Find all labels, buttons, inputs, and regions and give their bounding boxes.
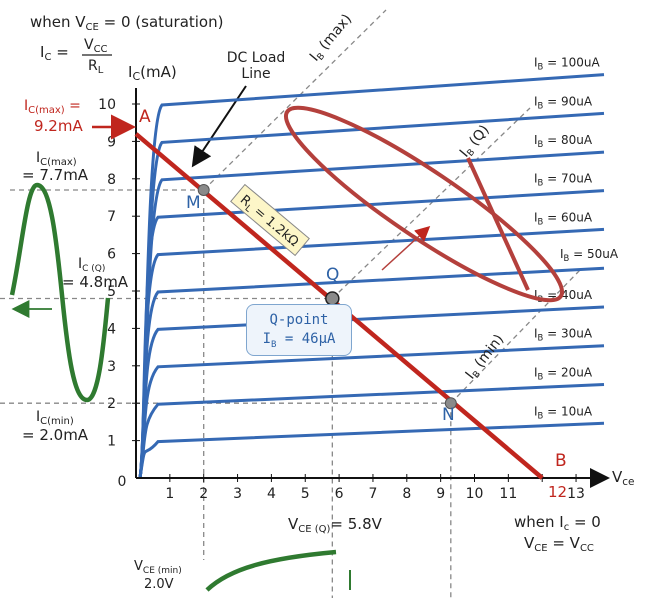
ib-curve-label-5: IB = 60uA [534,210,593,226]
ic-max-value: 9.2mA [34,117,83,135]
y-tick-label-4: 4 [107,321,116,337]
ib-curve-label-2: IB = 90uA [534,94,593,110]
y-tick-label-3: 3 [107,359,116,375]
x-tick-label-9: 9 [436,486,445,502]
ib-q-label-group: IB (Q) [457,122,494,162]
vceq-label: VCE (Q)= 5.8V [288,515,383,535]
ib-swing-chord [466,157,530,291]
vce-sine-wave [205,549,337,592]
vcemin-label: VCE (min) [134,559,182,576]
ib-q-guide [331,107,531,299]
x-tick-label-2: 2 [199,486,208,502]
x-tick-label-13: 13 [567,486,585,502]
ib-q-label: IB (Q) [457,122,494,162]
dc-load-line-label: DC Load [227,50,286,66]
ib-max-label: IB (max) [307,11,357,66]
ib-max-label-group: IB (max) [307,11,357,66]
x-tick-label-11: 11 [499,486,517,502]
q-point-title: Q-point [269,312,329,328]
cutoff-note-2: VCE = VCC [524,534,594,554]
ib-curve-label-10: IB = 10uA [534,404,593,420]
y-axis-label: IC(mA) [128,63,177,83]
x-tick-label-10: 10 [466,486,484,502]
rl-label-box [230,183,310,257]
x-tick-label-5: 5 [301,486,310,502]
point-n-label: N [442,405,455,425]
saturation-note: when VCE = 0 (saturation) [30,13,223,33]
q-point-callout: Q-point IB = 46µA [246,304,352,356]
point-n-marker [444,397,457,410]
point-q-label: Q [326,265,339,285]
cutoff-note-1: when Ic = 0 [514,513,601,533]
x-tick-label-7: 7 [368,486,377,502]
y-tick-label-10: 10 [98,97,116,113]
point-m-label: M [186,193,201,213]
icq-value: = 4.8mA [62,273,129,291]
dc-load-line-label-2: Line [241,66,270,82]
ic-sine-wave [9,182,111,403]
ic-max2-value: = 7.7mA [22,166,89,184]
ib-max-guide [203,9,387,191]
y-tick-label-8: 8 [107,172,116,188]
y-tick-label-5: 5 [107,284,116,300]
ib-curve-label-4: IB = 70uA [534,172,593,188]
ib-min-label-group: IB (min) [463,332,509,384]
x-axis-label: Vce [612,468,635,488]
y-tick-label-6: 6 [107,247,116,263]
ib-curve-label-8: IB = 30uA [534,327,593,343]
ic-max-label: IC(max) = [24,98,81,116]
icq-label: IC (Q) [78,256,105,274]
ib-curve-3 [138,150,605,479]
ib-curve-label-1: IB = 100uA [534,56,600,72]
icmin-label: IC(min) [36,409,74,427]
x-tick-label-6: 6 [335,486,344,502]
ib-swing-ellipse [283,105,565,303]
ic-numerator: VCC [84,37,108,55]
x-tick-label-3: 3 [233,486,242,502]
y-tick-label-1: 1 [107,434,116,450]
ib-curve-9 [138,383,605,479]
ic-denominator: RL [88,58,104,76]
origin-label: 0 [118,474,127,490]
ic-formula-left: IC = [40,43,69,63]
ib-swing-arrow [381,225,431,271]
point-a-label: A [139,107,151,127]
vcemin-value: 2.0V [144,577,174,592]
q-point-ib: IB = 46µA [262,331,336,350]
icmin-value: = 2.0mA [22,426,89,444]
ib-curve-label-6: IB = 50uA [560,247,619,263]
point-b-label: B [555,451,567,471]
rl-label-text: RL = 1.2kΩ [236,192,302,251]
b-value-label: 12 [548,483,567,501]
x-tick-label-8: 8 [402,486,411,502]
ic-max2-label: IC(max) [36,150,77,168]
point-m-marker [197,184,210,197]
y-tick-label-9: 9 [107,134,116,150]
ib-min-guide [450,269,581,404]
ib-curve-label-9: IB = 20uA [534,366,593,382]
dc-load-line-arrow [191,85,247,168]
ib-curve-10 [138,421,605,479]
ib-curve-label-3: IB = 80uA [534,133,593,149]
ib-min-label: IB (min) [463,332,509,384]
x-tick-label-4: 4 [267,486,276,502]
x-tick-label-1: 1 [165,486,174,502]
y-tick-label-2: 2 [107,396,116,412]
y-tick-label-7: 7 [107,209,116,225]
